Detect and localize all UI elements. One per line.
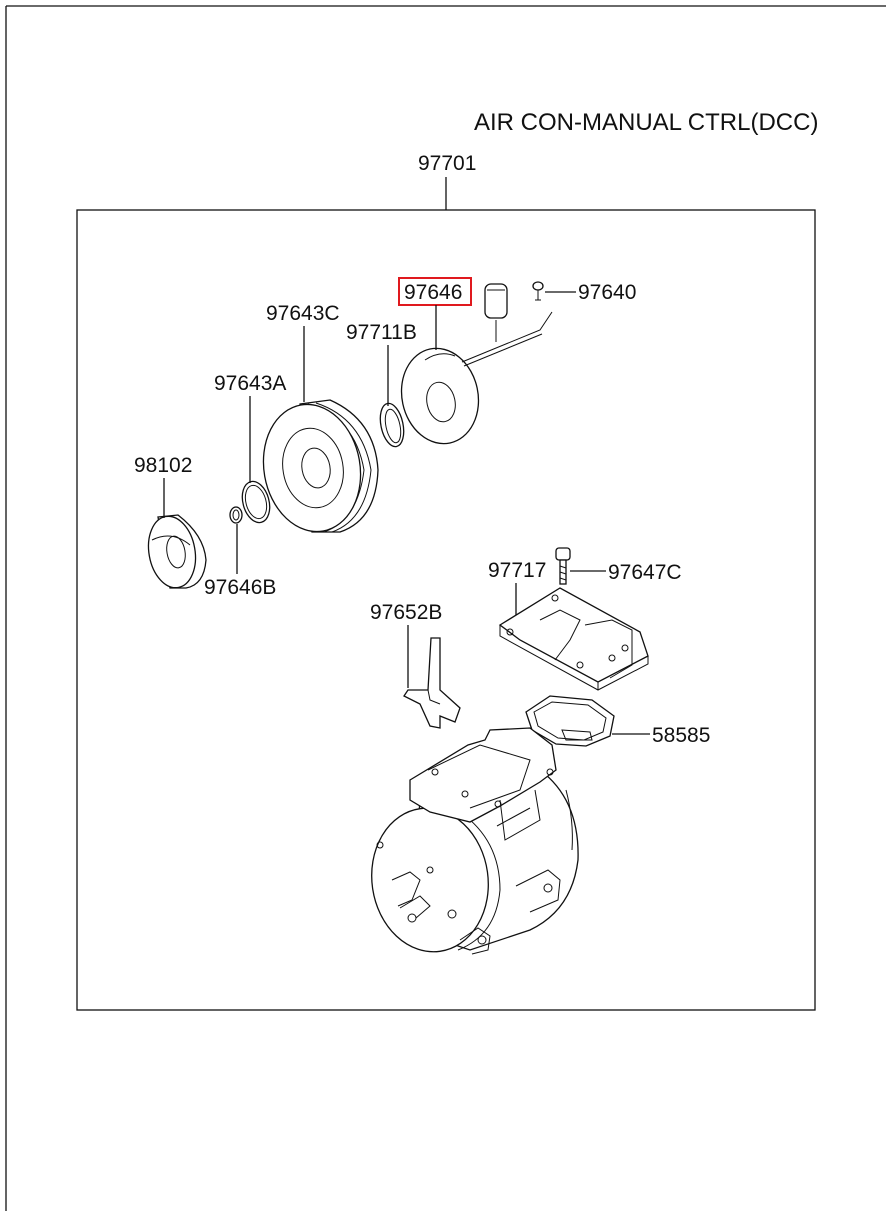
highlight-box-97646 — [398, 277, 472, 306]
pulley-part[interactable] — [254, 397, 379, 540]
ring-97643a-part[interactable] — [238, 478, 274, 525]
part-label-58585[interactable]: 58585 — [652, 724, 710, 747]
part-label-97646b[interactable]: 97646B — [204, 576, 276, 599]
washer-97646b-part[interactable] — [229, 506, 243, 524]
part-label-97646[interactable]: 97646 — [404, 281, 462, 304]
snap-ring-97711b-part[interactable] — [377, 401, 408, 449]
field-coil-part[interactable] — [393, 283, 553, 451]
assembly-box — [76, 209, 816, 1011]
part-label-98102[interactable]: 98102 — [134, 454, 192, 477]
part-label-97717[interactable]: 97717 — [488, 559, 546, 582]
compressor-body-part[interactable] — [363, 727, 579, 959]
part-label-97643a[interactable]: 97643A — [214, 372, 286, 395]
part-label-97647c[interactable]: 97647C — [608, 561, 682, 584]
bracket-part[interactable] — [403, 637, 461, 729]
part-label-97652b[interactable]: 97652B — [370, 601, 442, 624]
part-label-97640[interactable]: 97640 — [578, 281, 636, 304]
diagram-title: AIR CON-MANUAL CTRL(DCC) — [474, 109, 818, 136]
part-label-97643c[interactable]: 97643C — [266, 302, 340, 325]
control-valve-part[interactable] — [498, 587, 649, 691]
assembly-number-label[interactable]: 97701 — [418, 152, 476, 175]
clutch-hub-part[interactable] — [143, 513, 207, 592]
screw-part[interactable] — [532, 281, 544, 301]
bolt-part[interactable] — [555, 547, 571, 585]
gasket-part[interactable] — [525, 695, 615, 747]
part-label-97711b[interactable]: 97711B — [346, 321, 417, 344]
